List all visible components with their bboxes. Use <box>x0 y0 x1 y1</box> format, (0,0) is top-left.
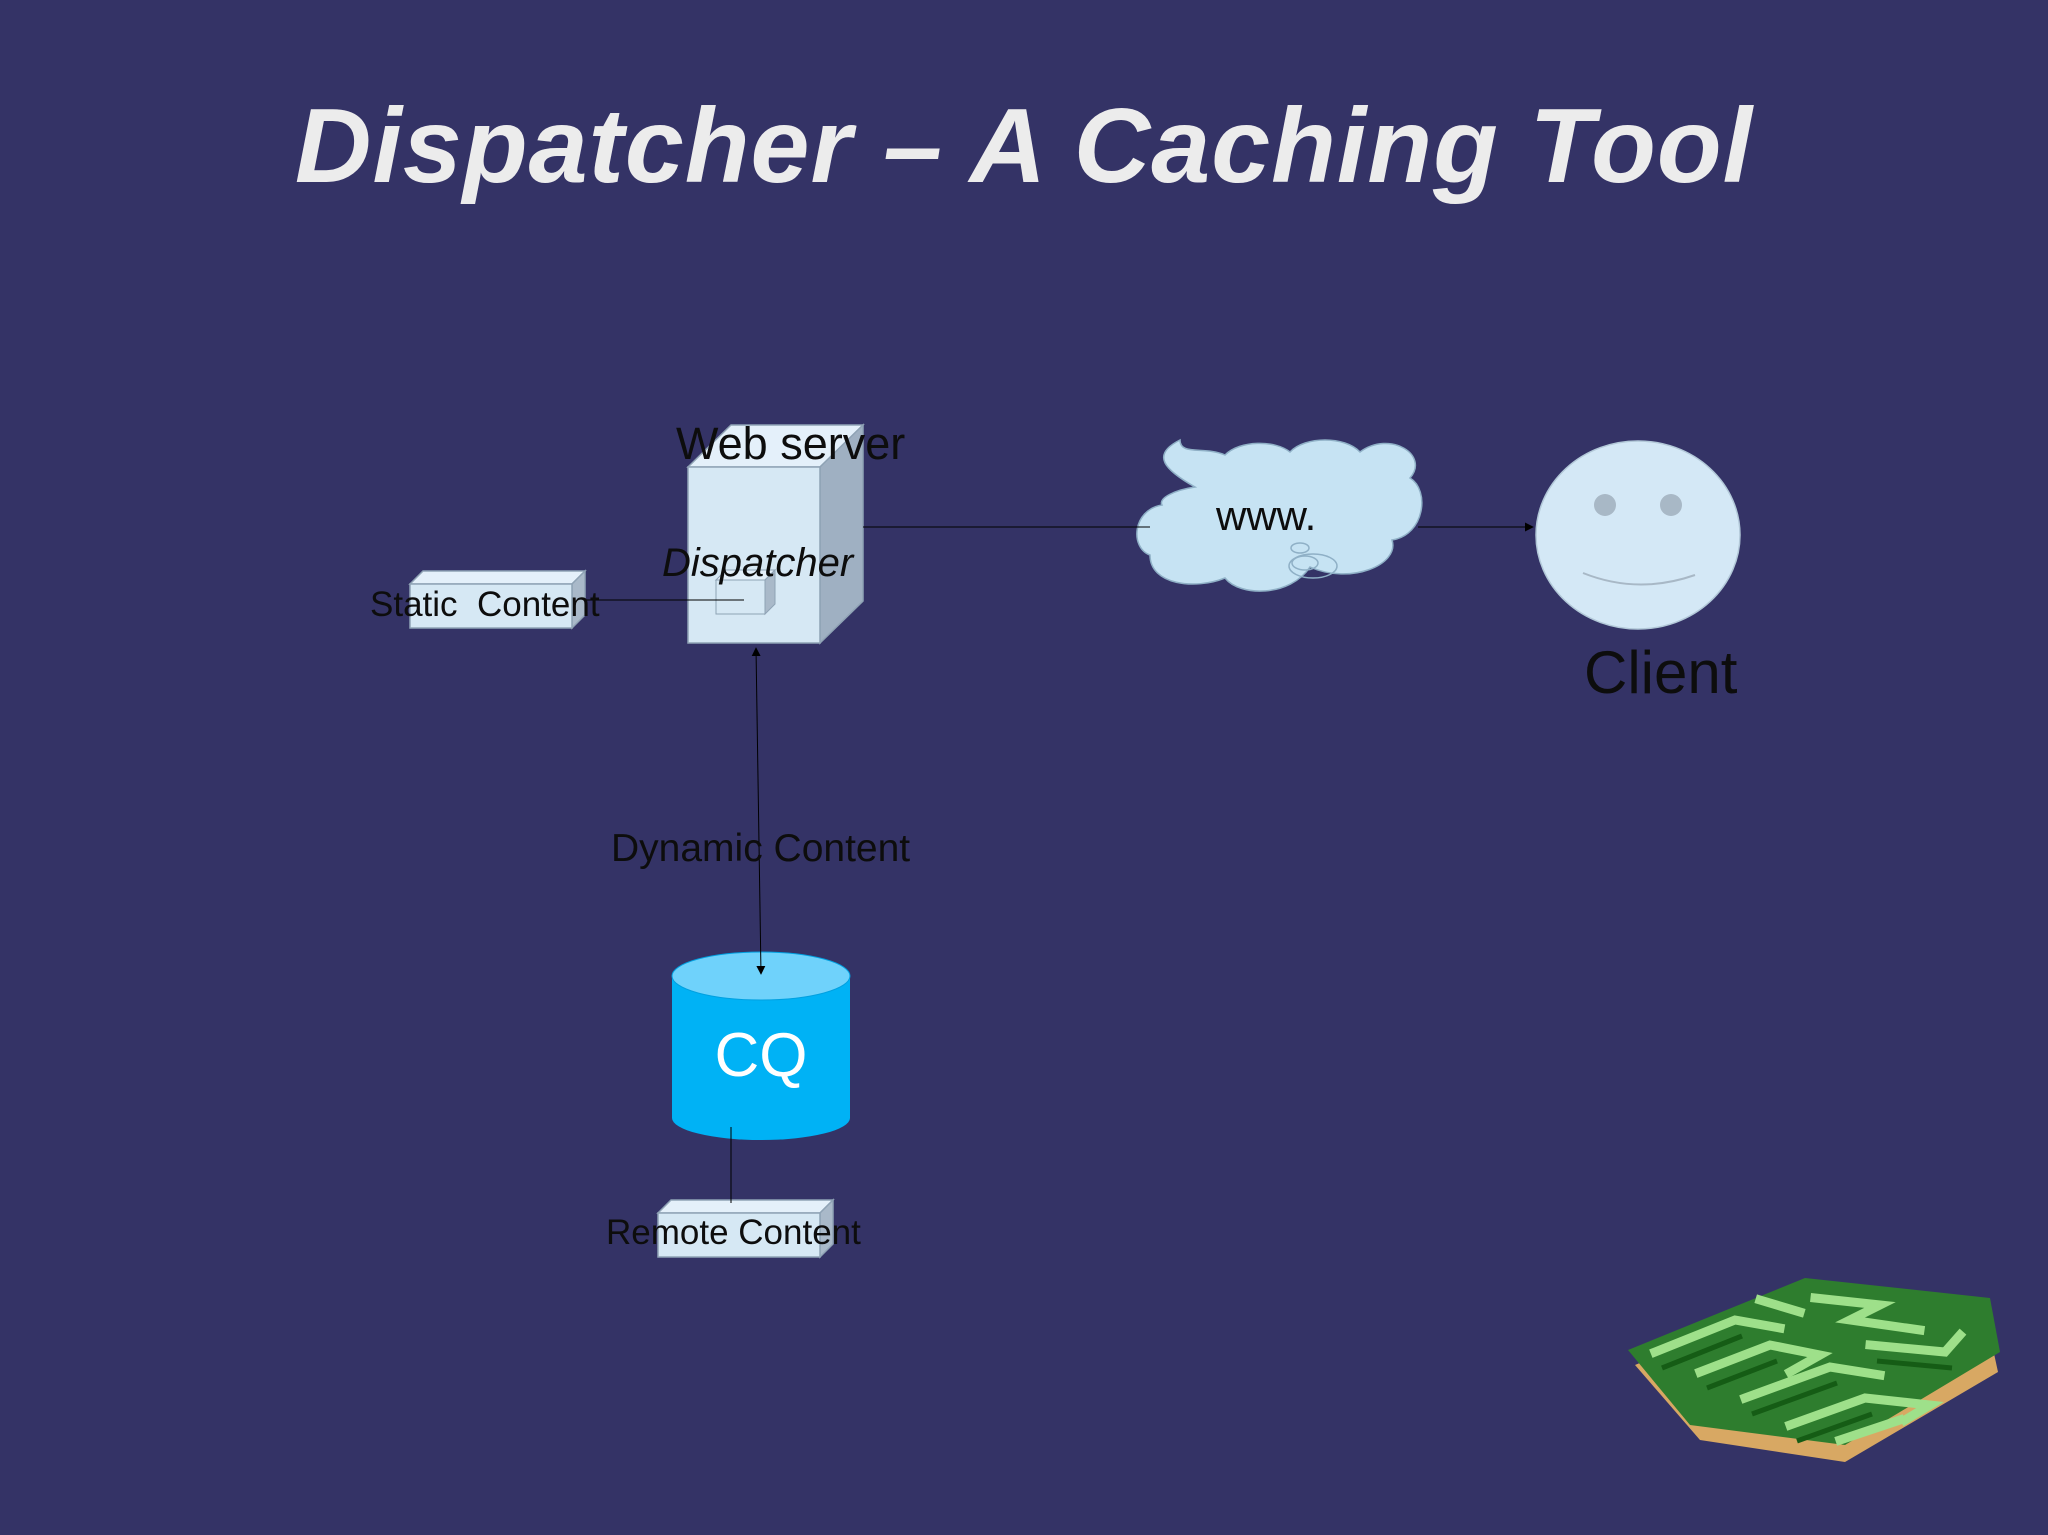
cq-label: CQ <box>714 1021 808 1090</box>
remote-content-box <box>656 1198 835 1259</box>
web-server-label: Web server <box>676 418 906 469</box>
client-label: Client <box>1584 639 1738 706</box>
remote-content-label: Remote Content <box>606 1213 861 1252</box>
maze-icon <box>1628 1278 2000 1462</box>
smiley-face-icon <box>1535 440 1741 630</box>
dynamic-content-arrow <box>751 647 766 975</box>
cq-database-icon <box>671 951 851 1140</box>
connectors <box>585 522 1534 1203</box>
dispatcher-label: Dispatcher <box>662 541 854 585</box>
static-content-box <box>408 569 587 630</box>
static-content-label: Static Content <box>370 585 600 624</box>
web-server-box <box>686 423 865 645</box>
internet-label: www. <box>1216 492 1317 539</box>
dispatcher-module-icon <box>714 568 777 616</box>
slide-title: Dispatcher – A Caching Tool <box>294 87 1754 205</box>
dynamic-content-label: Dynamic Content <box>611 827 911 870</box>
cloud-icon <box>1136 438 1423 592</box>
